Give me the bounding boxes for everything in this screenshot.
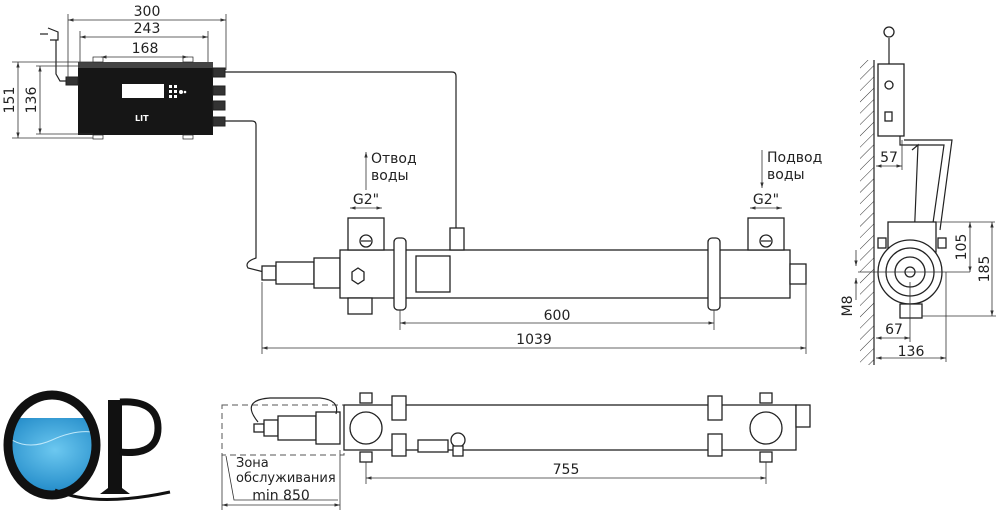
bolt-m8: M8: [840, 296, 856, 317]
dim-67: 67: [885, 322, 903, 338]
service-zone-label-2: обслуживания: [236, 471, 336, 486]
dim-185: 185: [977, 256, 993, 283]
outlet-thread: G2": [353, 192, 379, 208]
controller-dimensions: 300 243 168 151 136: [2, 4, 227, 139]
dim-105: 105: [954, 234, 970, 261]
sensor-cable: [225, 71, 457, 228]
controller-keypad-icon: [169, 85, 187, 98]
service-zone-label: Зона: [236, 456, 269, 471]
controller-unit: LIT: [40, 27, 457, 273]
controller-side: [877, 63, 905, 137]
clamp-left: [393, 237, 407, 311]
lamp-cable: [225, 120, 265, 273]
clamp-right: [707, 237, 721, 311]
power-plug-icon: [47, 27, 59, 41]
outlet-label-2: воды: [371, 168, 409, 184]
uv-reactor-top: [221, 392, 811, 463]
qp-logo: [3, 390, 171, 502]
dim-168: 168: [132, 41, 159, 57]
uv-reactor-front: [261, 217, 807, 315]
dim-1039: 1039: [516, 332, 552, 348]
dim-600: 600: [544, 308, 571, 324]
dim-243: 243: [134, 21, 161, 37]
dim-136: 136: [24, 87, 40, 114]
dim-min-850: min 850: [252, 488, 310, 504]
dim-57: 57: [880, 150, 898, 166]
controller-body: [78, 62, 213, 135]
dim-300: 300: [134, 4, 161, 20]
inlet-label-2: воды: [767, 167, 805, 183]
side-view: [858, 26, 970, 365]
inlet-label: Подвод: [767, 150, 822, 166]
reactor-body: [339, 249, 791, 299]
uv-sensor: [449, 227, 465, 251]
service-zone: [221, 404, 345, 456]
inlet-thread: G2": [753, 192, 779, 208]
dim-755: 755: [553, 462, 580, 478]
controller-display: [122, 84, 164, 98]
power-cord: [55, 40, 66, 82]
svg-text:LIT: LIT: [135, 114, 149, 123]
dim-136-side: 136: [898, 344, 925, 360]
outlet-label: Отвод: [371, 151, 417, 167]
dim-151: 151: [2, 87, 18, 114]
